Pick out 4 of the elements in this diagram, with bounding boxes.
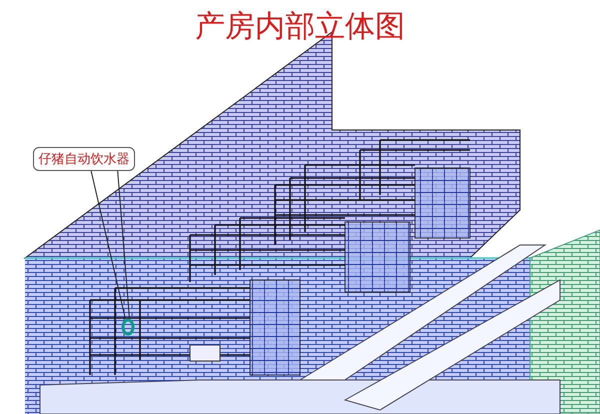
water-drinker-icon [121, 318, 135, 336]
callout-label: 仔猪自动饮水器 [33, 147, 135, 171]
diagram-title: 产房内部立体图 [194, 8, 406, 46]
leader-line [90, 170, 130, 318]
